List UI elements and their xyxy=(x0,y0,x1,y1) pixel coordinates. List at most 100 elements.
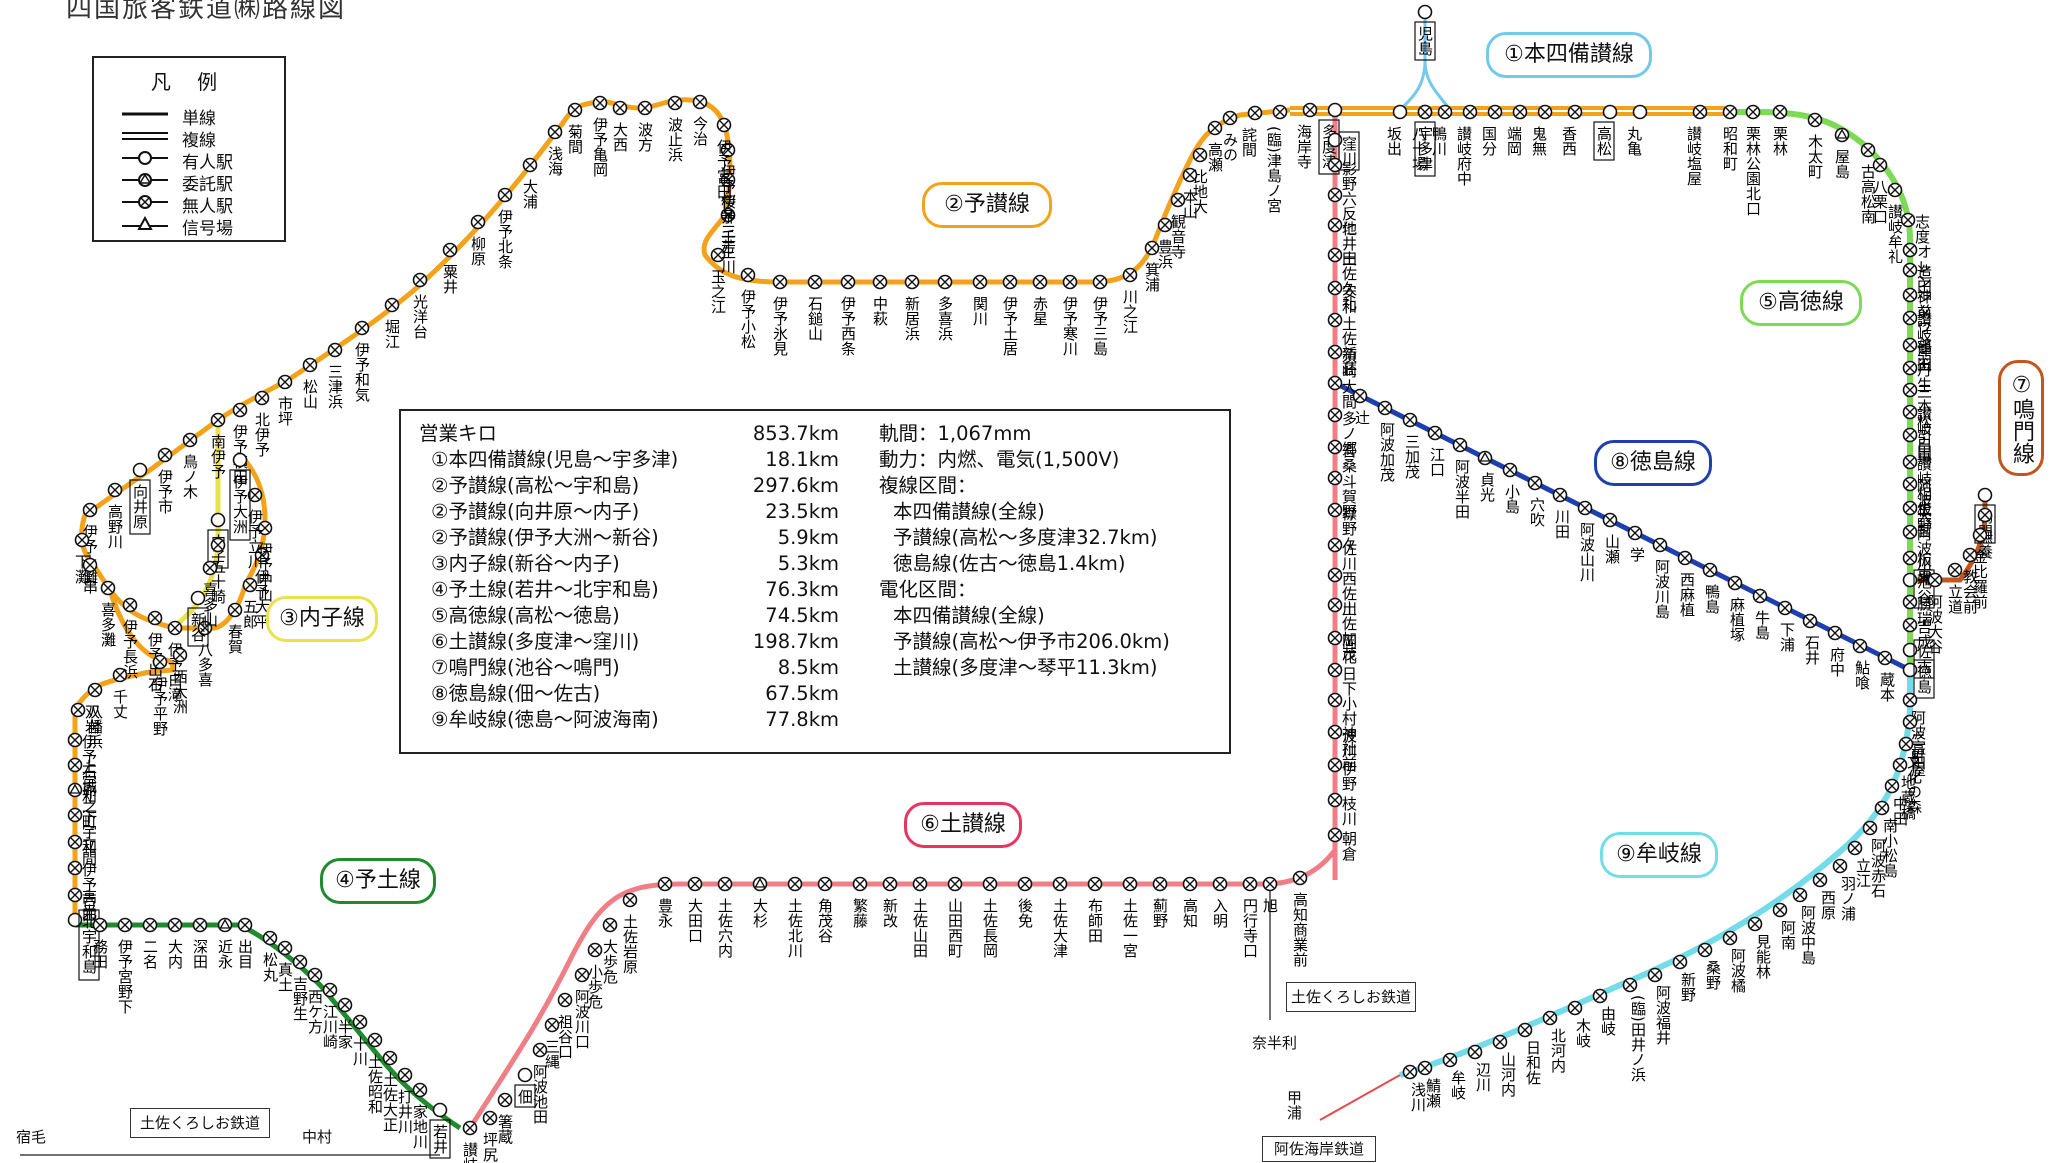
station-marker xyxy=(1622,977,1638,993)
station-marker xyxy=(602,917,618,933)
station-name: 南伊予 xyxy=(209,434,227,479)
station-name: 阿波川端 xyxy=(1915,526,1933,586)
station-marker xyxy=(1402,412,1418,428)
station-marker xyxy=(1417,4,1433,20)
station-name: 安和 xyxy=(1340,284,1358,314)
station-marker xyxy=(622,892,638,908)
station-marker xyxy=(384,297,400,313)
summary-row-value: 5.3km xyxy=(777,552,839,575)
distance-summary-box: 営業キロ 853.7km ①本四備讃線(児島〜宇多津) 18.1km ②予讃線(… xyxy=(399,409,1231,754)
station-name: 旭 xyxy=(1261,898,1279,913)
summary-row-value: 77.8km xyxy=(765,708,839,731)
terminal-sukumo: 宿毛 xyxy=(16,1128,47,1146)
station-marker xyxy=(587,942,603,958)
station-name: 十川 xyxy=(351,1036,369,1066)
summary-note: 動力：内燃、電気(1,500V) xyxy=(879,448,1120,471)
station-name: 讃岐府中 xyxy=(1455,126,1473,186)
station-marker xyxy=(1152,876,1168,892)
station-name: 伊予三芳 xyxy=(719,194,737,255)
station-marker xyxy=(1887,182,1903,198)
station-marker xyxy=(1417,1060,1433,1076)
summary-row-label: ⑥土讃線(多度津〜窪川) xyxy=(431,630,640,653)
station-name: 吉成 xyxy=(1915,619,1933,650)
yosan-line-track-double xyxy=(1290,106,1725,116)
station-marker xyxy=(1902,500,1918,516)
station-marker xyxy=(667,95,683,111)
station-marker xyxy=(1777,600,1793,616)
station-name: 大内 xyxy=(166,939,184,970)
station-marker xyxy=(227,602,243,618)
station-marker xyxy=(1452,437,1468,453)
station-name: 西原 xyxy=(1819,890,1837,920)
station-name: 壬生川 xyxy=(719,229,737,274)
station-name: 波川 xyxy=(1340,728,1358,758)
station-marker xyxy=(354,320,370,336)
station-marker xyxy=(382,1050,398,1066)
station-marker xyxy=(1327,470,1343,486)
station-marker xyxy=(307,967,323,983)
station-marker xyxy=(1327,344,1343,360)
station-name: 日下 xyxy=(1340,666,1358,696)
station-marker xyxy=(1272,104,1288,120)
station-name: 神前 xyxy=(1915,289,1933,320)
station-name: 伊予吉田 xyxy=(80,862,98,922)
station-name: 伊予氷見 xyxy=(771,296,789,357)
station-marker xyxy=(397,1067,413,1083)
station-name: 鳥ノ木 xyxy=(181,453,199,499)
station-marker xyxy=(692,94,708,110)
station-name: 松丸 xyxy=(261,952,279,983)
station-marker xyxy=(1902,337,1918,353)
station-marker xyxy=(82,502,98,518)
station-name: 鶴羽 xyxy=(1915,339,1933,369)
station-name: 見能林 xyxy=(1754,934,1772,979)
summary-note: 土讃線(多度津〜琴平11.3km) xyxy=(893,656,1158,679)
station-name-box xyxy=(1913,639,1935,679)
station-name: 多喜浜 xyxy=(936,296,954,341)
station-marker xyxy=(807,274,823,290)
station-marker xyxy=(1302,102,1318,118)
station-marker xyxy=(657,876,673,892)
station-name: 粟井 xyxy=(441,264,459,295)
station-name: 出目 xyxy=(236,939,254,969)
station-name: 八幡浜 xyxy=(86,704,104,749)
station-name: 西ケ方 xyxy=(306,989,324,1035)
station-marker xyxy=(74,532,90,548)
station-marker xyxy=(1902,692,1918,708)
station-marker xyxy=(1827,625,1843,641)
station-marker xyxy=(720,142,736,158)
station-name: (臨)津島ノ宮 xyxy=(1265,126,1283,213)
station-marker xyxy=(167,917,183,933)
station-marker xyxy=(1772,104,1788,120)
station-name: 二名 xyxy=(141,939,159,969)
station-name: 土佐久礼 xyxy=(1340,251,1358,311)
station-name: 波止浜 xyxy=(666,117,684,162)
station-name: 新谷 xyxy=(189,612,207,642)
station-name: 伊予桜井 xyxy=(719,164,737,225)
station-marker xyxy=(1832,858,1848,874)
station-marker xyxy=(637,100,653,116)
station-marker xyxy=(277,374,293,390)
station-marker xyxy=(470,214,486,230)
station-marker xyxy=(67,887,83,903)
station-name: 務田 xyxy=(91,939,109,969)
station-name: 麻植塚 xyxy=(1728,597,1746,643)
station-marker xyxy=(1632,104,1648,120)
station-name: 讃岐塩屋 xyxy=(1685,126,1703,186)
station-name: 観音寺 xyxy=(1169,214,1187,259)
station-marker xyxy=(432,1102,448,1118)
station-marker xyxy=(1874,800,1890,816)
station-name: 小村神社前 xyxy=(1340,696,1358,772)
station-marker xyxy=(1892,757,1908,773)
summary-row-label: ⑨牟岐線(徳島〜阿波海南) xyxy=(431,708,659,731)
station-name: 家地川 xyxy=(411,1104,429,1149)
station-name: 多ノ郷 xyxy=(1340,411,1358,456)
summary-row-label: ④予土線(若井〜北宇和島) xyxy=(431,578,659,601)
station-name: 本山 xyxy=(1181,189,1199,219)
station-marker xyxy=(302,357,318,373)
station-name: 山瀬 xyxy=(1603,534,1621,564)
station-marker xyxy=(1487,104,1503,120)
station-marker xyxy=(1502,462,1518,478)
station-marker xyxy=(1592,988,1608,1004)
station-marker xyxy=(1182,167,1198,183)
station-name: 伊予市 xyxy=(156,469,174,514)
